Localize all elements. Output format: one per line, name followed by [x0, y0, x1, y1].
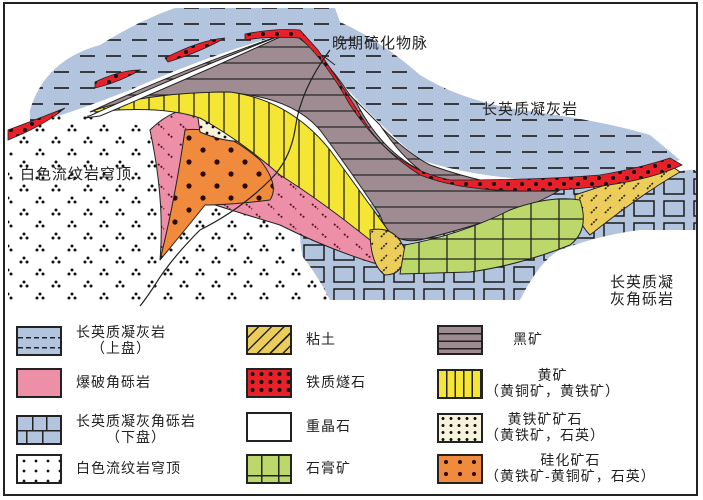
clay-unit [369, 228, 406, 276]
explosive-breccia-swatch [16, 368, 62, 398]
legend-label: 长英质凝灰岩 [76, 325, 166, 341]
legend-label: 重晶石 [306, 419, 351, 435]
black-ore-swatch [437, 325, 483, 355]
label-felsic-tuff-breccia-1: 长英质凝 [610, 273, 675, 291]
siliceous-ore-unit [159, 128, 274, 261]
legend-sublabel: （黄铜矿，黄铁矿） [485, 384, 620, 400]
late-sulfide-vein [139, 49, 331, 307]
legend-label: 黄铁矿矿石 [507, 412, 583, 428]
legend-item-felsic-tuff: 长英质凝灰岩（上盘） [16, 325, 166, 357]
legend-label: 长英质凝灰角砾岩 [76, 414, 196, 430]
legend-label: 黄矿 [537, 368, 568, 384]
chert-swatch [246, 368, 292, 398]
legend-item-gypsum: 石膏矿 [246, 454, 351, 484]
gypsum-swatch [246, 454, 292, 484]
legend-item-rhyolite-dome: 白色流纹岩穹顶 [16, 454, 181, 484]
legend-label: 白色流纹岩穹顶 [76, 461, 181, 477]
label-late-sulfide-vein: 晚期硫化物脉 [332, 34, 429, 52]
label-felsic-tuff-breccia-2: 灰角砾岩 [610, 290, 675, 308]
chert-unit [7, 107, 66, 141]
legend-item-felsic-tuff-breccia: 长英质凝灰角砾岩（下盘） [16, 414, 196, 446]
legend-label: 爆破角砾岩 [76, 375, 151, 391]
pyrite-ore-swatch [437, 413, 483, 443]
label-felsic-tuff: 长英质凝灰岩 [482, 100, 579, 118]
legend-label: 铁质燧石 [306, 375, 366, 391]
legend-label: 石膏矿 [306, 461, 351, 477]
legend-item-black-ore: 黑矿 [437, 325, 543, 355]
clay-swatch [246, 325, 292, 355]
label-white-rhyolite-dome: 白色流纹岩穹顶 [20, 165, 133, 183]
barite-swatch [246, 412, 292, 442]
legend-item-clay: 粘土 [246, 325, 336, 355]
legend-item-yellow-ore: 黄矿（黄铜矿，黄铁矿） [437, 368, 620, 400]
legend-item-pyrite-ore: 黄铁矿矿石（黄铁矿，石英） [437, 412, 605, 444]
yellow-ore-swatch [437, 369, 483, 399]
felsic-tuff-swatch [16, 326, 62, 356]
legend-item-barite: 重晶石 [246, 412, 351, 442]
rhyolite-dome-swatch [16, 454, 62, 484]
legend-label: 粘土 [306, 332, 336, 348]
gypsum-unit [399, 198, 584, 275]
legend-item-chert: 铁质燧石 [246, 368, 366, 398]
legend-label: 黑矿 [513, 332, 543, 348]
legend-label: 硅化矿石 [540, 453, 601, 469]
legend-sublabel: （下盘） [106, 430, 166, 446]
legend-sublabel: （黄铁矿-黄铜矿，石英） [485, 469, 656, 485]
felsic-tuff-breccia-swatch [16, 415, 62, 445]
siliceous-ore-swatch [437, 454, 483, 484]
legend-item-explosive-breccia: 爆破角砾岩 [16, 368, 151, 398]
diagram-frame [3, 2, 698, 496]
legend-sublabel: （黄铁矿，石英） [485, 428, 605, 444]
geologic-cross-section [7, 8, 697, 307]
legend-sublabel: （上盘） [91, 341, 151, 357]
legend-item-siliceous-ore: 硅化矿石（黄铁矿-黄铜矿，石英） [437, 453, 656, 485]
